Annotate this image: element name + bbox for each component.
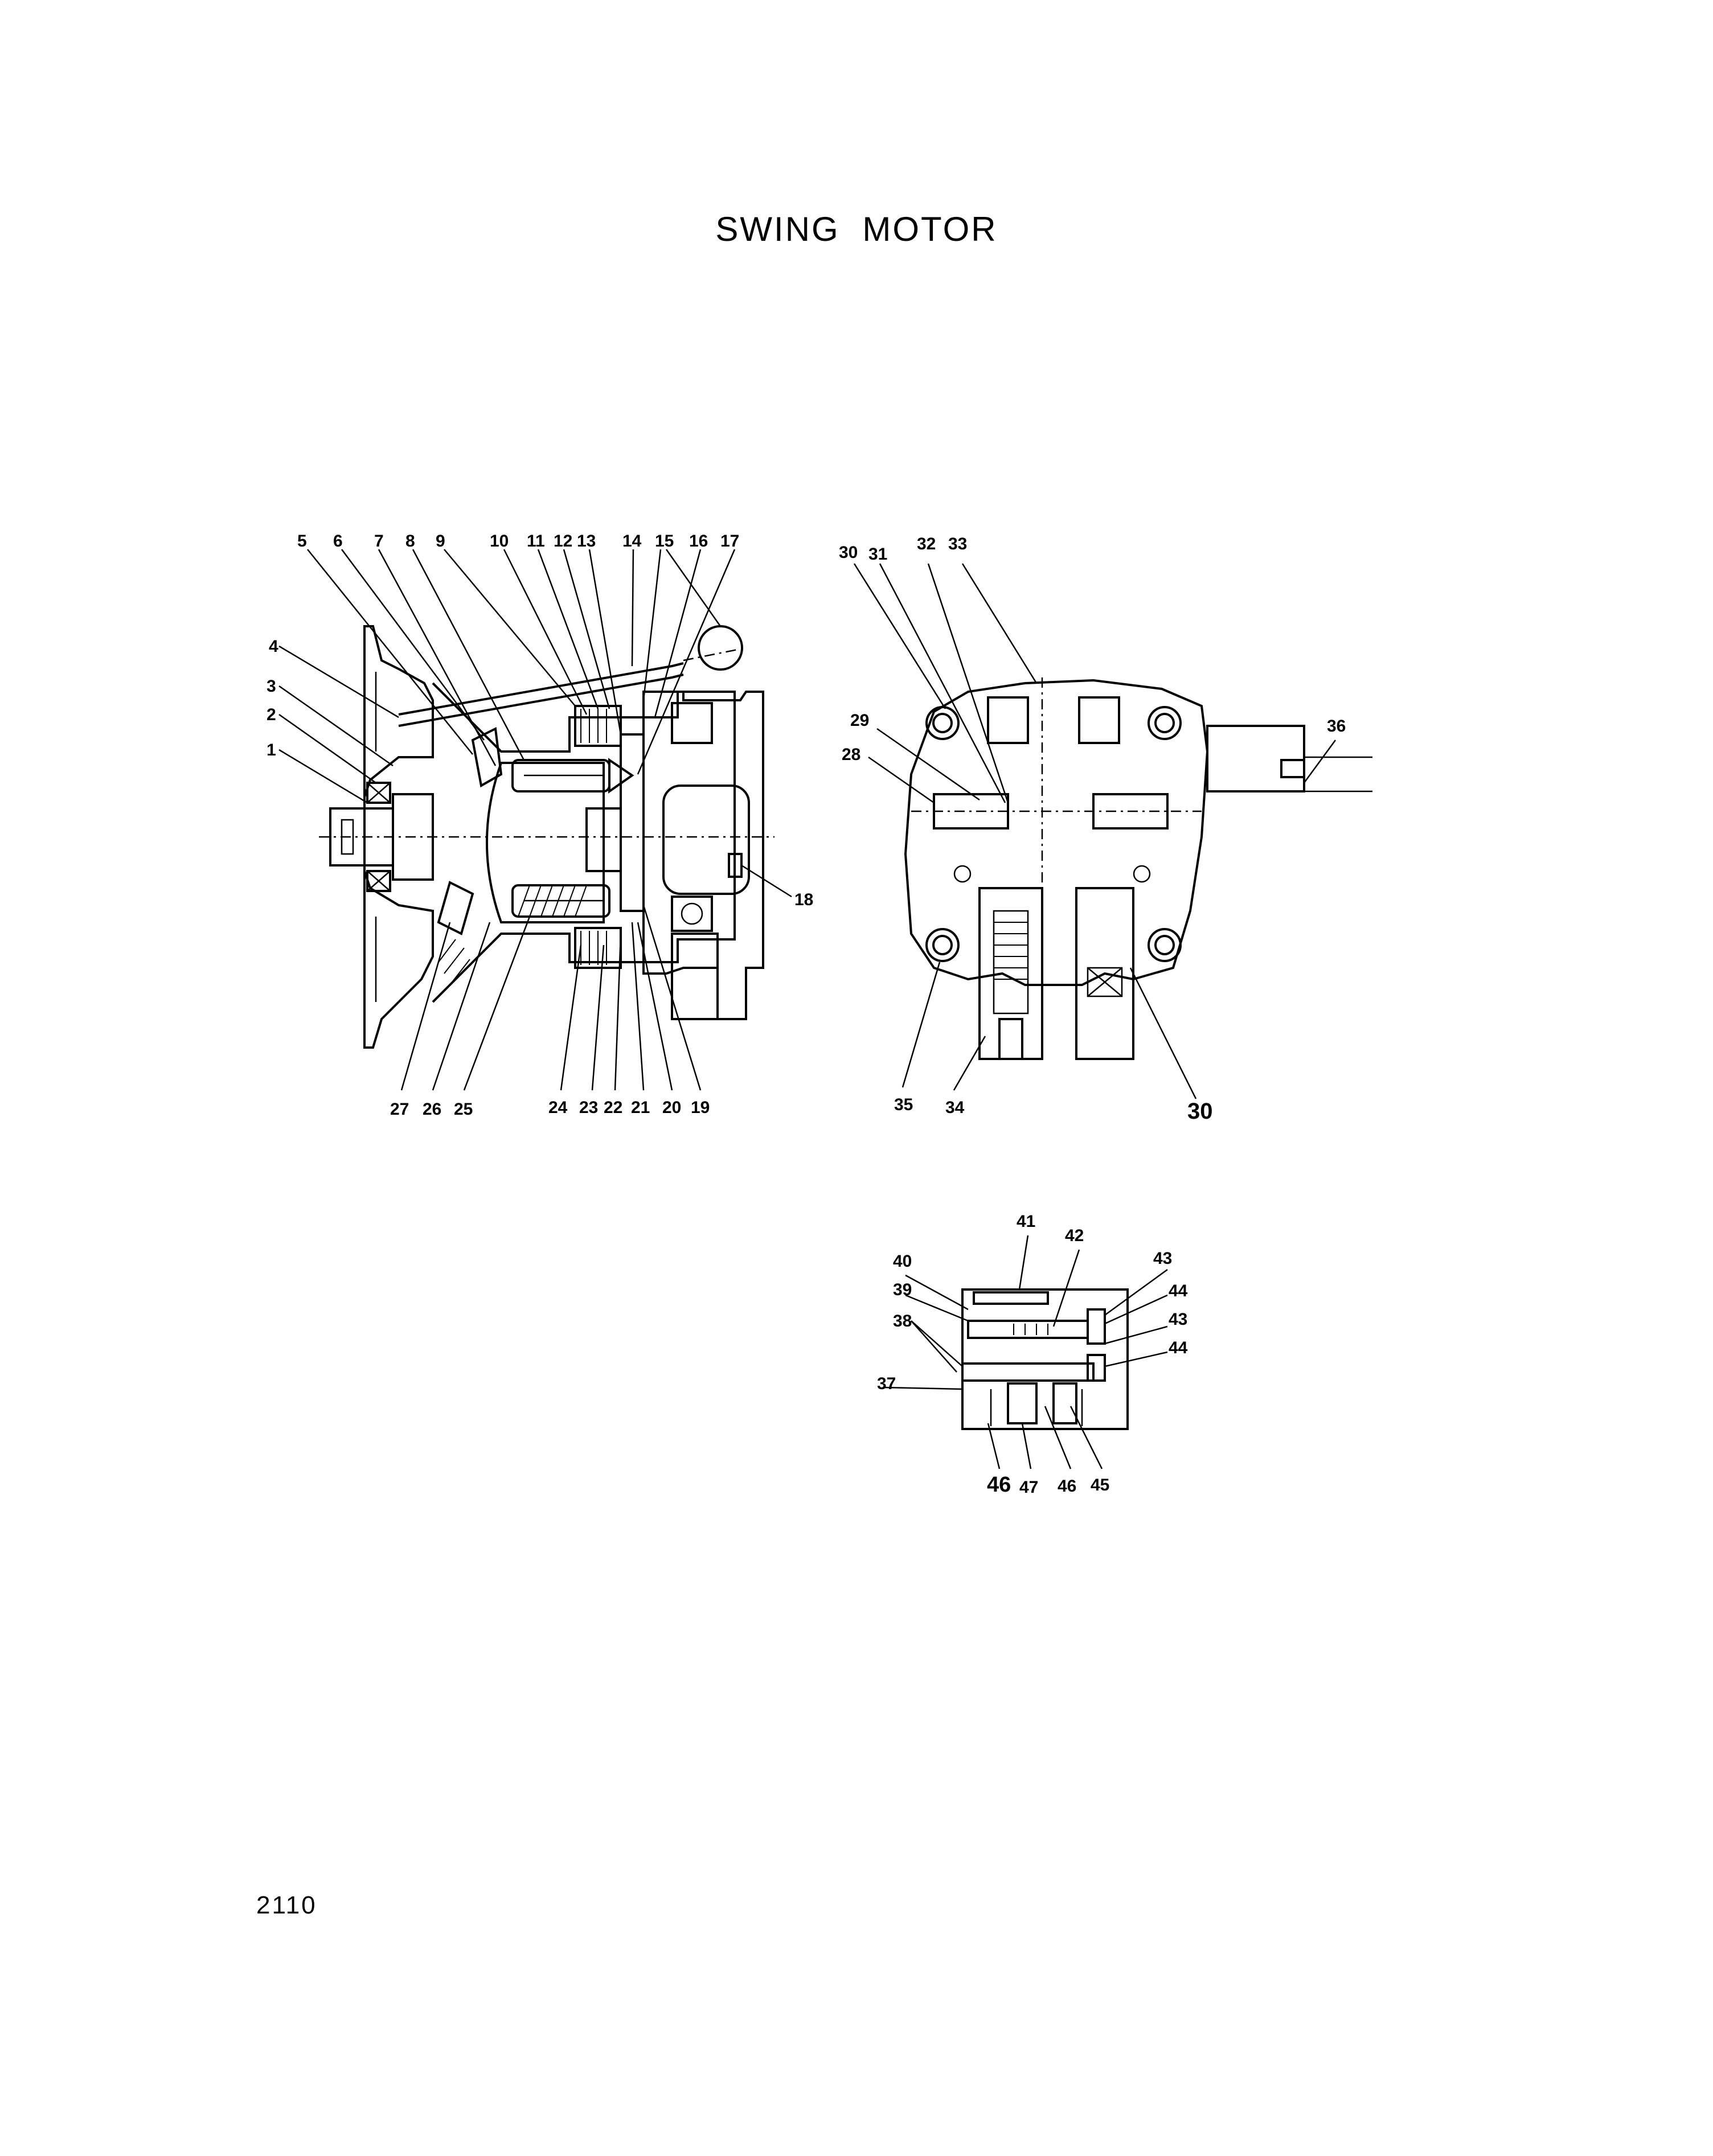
relief-cartridge-left: [978, 887, 1043, 1060]
callout-18: 18: [794, 890, 813, 909]
callout-7: 7: [374, 532, 384, 551]
callout-30-top: 30: [839, 543, 858, 562]
callout-44-top: 44: [1169, 1282, 1188, 1300]
rear-valve-block: [642, 691, 764, 1020]
motor-cross-section: [319, 625, 774, 1049]
callout-27: 27: [390, 1100, 409, 1119]
callout-28: 28: [842, 745, 860, 764]
callout-26: 26: [423, 1100, 441, 1119]
callout-25: 25: [454, 1100, 473, 1119]
callout-45: 45: [1091, 1476, 1109, 1494]
callout-33: 33: [948, 535, 967, 553]
callout-34: 34: [945, 1098, 965, 1117]
callout-23: 23: [579, 1098, 598, 1117]
page-number: 2110: [256, 1891, 317, 1919]
callout-39: 39: [893, 1280, 912, 1299]
front-bearing: [366, 782, 391, 892]
callout-1: 1: [267, 741, 276, 759]
callout-43-top: 43: [1153, 1249, 1172, 1268]
callout-46-right: 46: [1058, 1477, 1076, 1496]
callout-46-left: 46: [987, 1473, 1011, 1497]
callout-11: 11: [527, 532, 545, 551]
valve-end-view: [904, 677, 1372, 1060]
page-title: SWING MOTOR: [715, 210, 998, 248]
output-shaft: [329, 807, 394, 866]
bolt-holes: [925, 706, 1182, 962]
callout-40: 40: [893, 1252, 912, 1271]
callout-4: 4: [269, 637, 278, 656]
callout-36: 36: [1327, 717, 1346, 736]
callout-16: 16: [689, 532, 708, 551]
callout-21: 21: [631, 1098, 650, 1117]
callout-24: 24: [548, 1098, 568, 1117]
cylinder-block: [486, 762, 605, 923]
callout-13: 13: [577, 532, 596, 551]
callout-30-bottom: 30: [1187, 1099, 1213, 1124]
pistons: [511, 758, 634, 918]
relief-body: [961, 1288, 1129, 1430]
leader-lines: [278, 549, 1337, 1469]
callout-29: 29: [850, 711, 869, 730]
callout-12: 12: [554, 532, 572, 551]
callout-6: 6: [333, 532, 343, 551]
callout-15: 15: [655, 532, 674, 551]
callout-20: 20: [662, 1098, 681, 1117]
callout-44-bottom: 44: [1169, 1338, 1188, 1357]
callout-38: 38: [893, 1312, 912, 1330]
callout-42: 42: [1065, 1226, 1084, 1245]
callout-numbers: 1 2 3 4 5 6 7 8 9 10 11 12 13 14 15 16 1…: [267, 532, 1346, 1497]
callout-5: 5: [297, 532, 307, 551]
callout-17: 17: [720, 532, 739, 551]
callout-8: 8: [405, 532, 415, 551]
callout-9: 9: [436, 532, 445, 551]
callout-37: 37: [877, 1374, 896, 1393]
callout-43-bottom: 43: [1169, 1310, 1187, 1329]
callout-22: 22: [604, 1098, 622, 1117]
callout-3: 3: [267, 677, 276, 696]
callout-19: 19: [691, 1098, 710, 1117]
callout-35: 35: [894, 1095, 913, 1114]
callout-14: 14: [622, 532, 642, 551]
callout-10: 10: [490, 532, 509, 551]
callout-47: 47: [1019, 1478, 1038, 1497]
callout-41: 41: [1017, 1212, 1035, 1231]
callout-2: 2: [267, 705, 276, 724]
callout-31: 31: [868, 545, 887, 564]
callout-32: 32: [917, 535, 936, 553]
